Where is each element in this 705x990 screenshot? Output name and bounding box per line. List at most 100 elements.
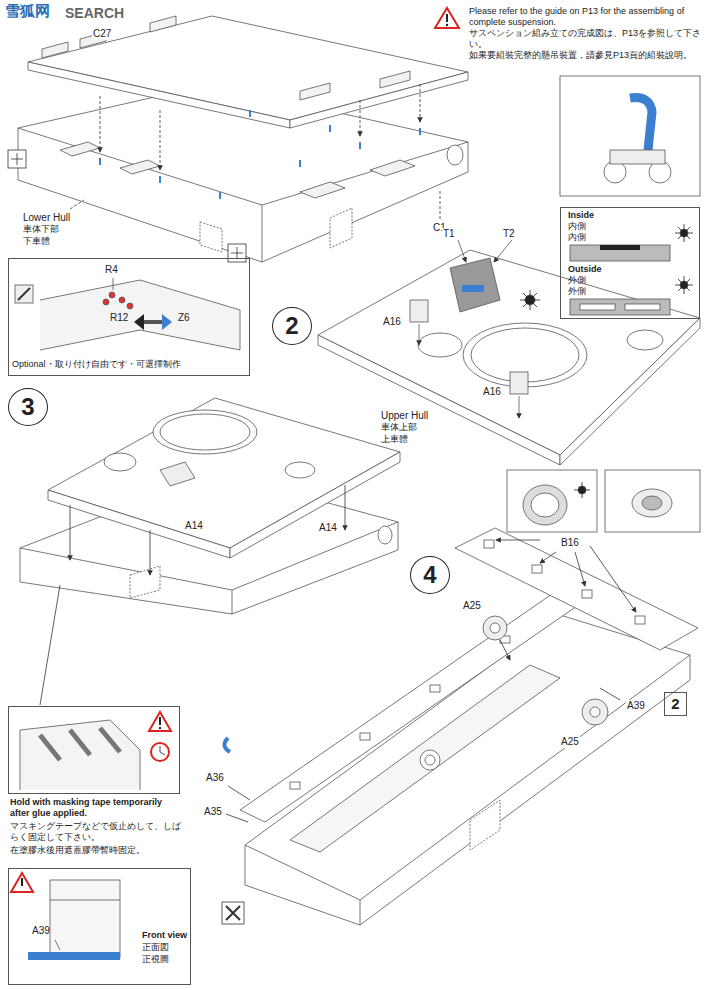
line-art: [100, 96, 101, 152]
line-art: [109, 292, 115, 298]
part-label: A39: [32, 925, 50, 937]
line-art: [420, 750, 440, 770]
line-art: [500, 640, 510, 660]
line-art: [300, 182, 345, 198]
line-art: [15, 285, 33, 303]
quantity-box: 2: [664, 692, 687, 716]
part-label: A36: [205, 772, 225, 784]
line-art: [100, 110, 420, 199]
line-art: [600, 245, 640, 250]
line-art: [299, 160, 301, 167]
line-art: [635, 616, 645, 624]
line-art: [55, 940, 60, 950]
line-art: [523, 485, 567, 525]
line-art: [11, 873, 33, 892]
line-art: [18, 128, 468, 205]
line-art: [103, 299, 109, 305]
line-art: [113, 278, 114, 290]
part-label: R12: [110, 312, 128, 324]
detail-inset: Hold with masking tape temporarily after…: [8, 706, 185, 860]
line-art: [8, 150, 26, 168]
line-art: [605, 470, 700, 532]
part-label: Hold with masking tape temporarily after…: [10, 797, 182, 819]
line-art: [151, 743, 169, 761]
line-art: [120, 160, 160, 174]
part-label: A35: [203, 806, 223, 818]
part-label: Outside: [568, 264, 602, 275]
line-art: [160, 110, 161, 170]
inset-frame: [8, 258, 250, 376]
part-label: 外側: [568, 286, 586, 297]
line-art: [560, 318, 700, 465]
line-art: [440, 190, 441, 219]
line-art: [40, 280, 240, 350]
line-art: [300, 83, 330, 100]
line-art: [419, 324, 420, 345]
line-art: [8, 8, 700, 960]
line-art: [360, 900, 361, 925]
line-art: [226, 814, 248, 822]
line-art: [60, 142, 100, 156]
part-label: 4: [411, 561, 449, 590]
part-label: 車体上部: [380, 422, 418, 433]
part-label: A14: [318, 522, 338, 534]
line-art: [150, 530, 151, 575]
part-label: A14: [184, 520, 204, 532]
line-art: [48, 490, 230, 558]
line-art: [28, 16, 468, 120]
line-art: [494, 240, 512, 262]
line-art: [48, 398, 400, 548]
line-art: [159, 727, 161, 729]
line-art: [630, 98, 652, 150]
part-label: A25: [462, 600, 482, 612]
line-art: [359, 142, 361, 149]
line-art: [560, 76, 700, 196]
part-label: A16: [482, 386, 502, 398]
line-art: [675, 276, 693, 294]
step-number: 3: [8, 388, 48, 426]
part-label: Upper Hull: [380, 410, 429, 422]
line-art: [127, 303, 133, 309]
line-art: [285, 462, 315, 478]
part-label: 車体下部: [22, 224, 60, 235]
line-art: [446, 14, 448, 22]
part-label: 2: [273, 312, 311, 341]
line-art: [160, 746, 165, 755]
detail-inset: A39Front view正面図正視圖: [8, 868, 220, 985]
line-art: [8, 706, 180, 794]
line-art: [380, 71, 410, 88]
part-label: A25: [560, 736, 580, 748]
line-art: [580, 304, 615, 310]
part-label: マスキングテープなどで仮止めして、しばらく固定して下さい。: [10, 821, 182, 843]
line-art: [627, 330, 663, 350]
line-art: [70, 84, 440, 219]
part-label: T2: [502, 228, 516, 240]
detail-inset: Inside内側內側Outside外側外側: [560, 207, 700, 319]
line-art: [483, 616, 507, 640]
line-art: [20, 720, 140, 790]
line-art: [570, 245, 670, 261]
caution-note: サスペンション組み立ての完成図は、P13を参照して下さい。: [468, 28, 704, 50]
line-art: [70, 200, 84, 209]
line-art: [507, 470, 597, 532]
line-art: [462, 285, 484, 292]
line-art: [419, 128, 421, 135]
line-art: [590, 707, 600, 717]
part-label: Lower Hull: [22, 212, 71, 224]
part-label: R4: [105, 264, 118, 276]
line-art: [370, 160, 415, 176]
line-art: [290, 72, 468, 128]
part-label: 內側: [568, 232, 586, 243]
line-art: [50, 880, 120, 958]
part-label: Inside: [568, 210, 594, 221]
line-art: [447, 145, 463, 165]
line-art: [160, 414, 250, 450]
watermark: SEARCH: [64, 5, 125, 22]
caution-note: 如果要組裝完整的懸吊裝置，請參見P13頁的組裝說明。: [468, 50, 704, 61]
line-art: [582, 699, 608, 725]
line-art: [675, 224, 693, 242]
line-art: [232, 590, 233, 614]
part-label: 上車體: [380, 434, 409, 445]
